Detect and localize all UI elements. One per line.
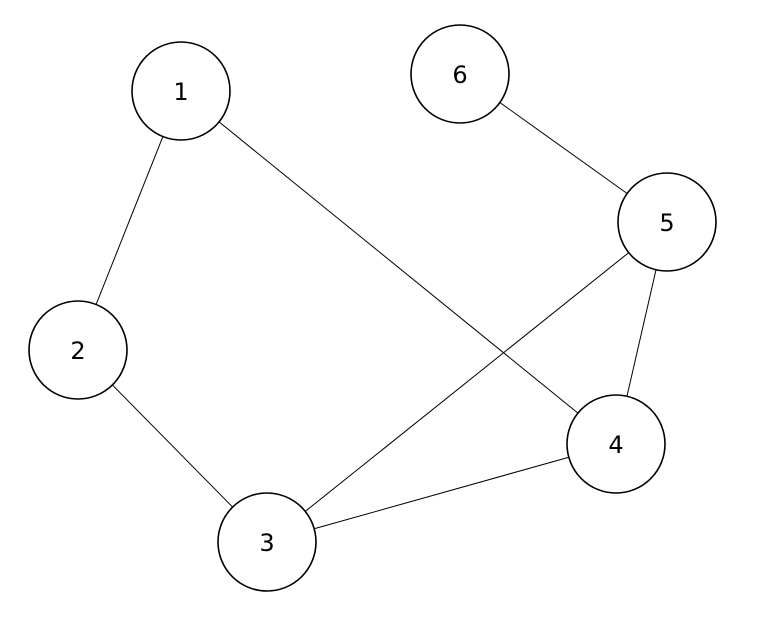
node-5: 5 (617, 172, 717, 272)
node-3-label: 3 (259, 529, 274, 557)
node-4-label: 4 (608, 431, 623, 459)
node-1-label: 1 (173, 78, 188, 106)
edge-1-4 (218, 121, 579, 414)
edge-3-5 (304, 252, 630, 512)
node-2: 2 (28, 300, 128, 400)
node-3: 3 (217, 492, 317, 592)
edge-1-2 (95, 136, 164, 305)
node-6-label: 6 (452, 61, 467, 89)
edge-3-4 (314, 456, 569, 530)
node-1-circle (131, 41, 231, 141)
node-6-circle (410, 24, 510, 124)
node-5-label: 5 (659, 209, 674, 237)
node-2-circle (28, 300, 128, 400)
node-2-label: 2 (70, 337, 85, 365)
node-4-circle (566, 394, 666, 494)
node-4: 4 (566, 394, 666, 494)
edge-4-5 (626, 269, 657, 397)
node-1: 1 (131, 41, 231, 141)
edge-layer (95, 102, 657, 530)
edge-5-6 (499, 102, 628, 194)
edge-2-3 (112, 384, 233, 508)
node-6: 6 (410, 24, 510, 124)
node-3-circle (217, 492, 317, 592)
node-layer: 1 2 3 4 5 6 (28, 24, 717, 592)
node-5-circle (617, 172, 717, 272)
